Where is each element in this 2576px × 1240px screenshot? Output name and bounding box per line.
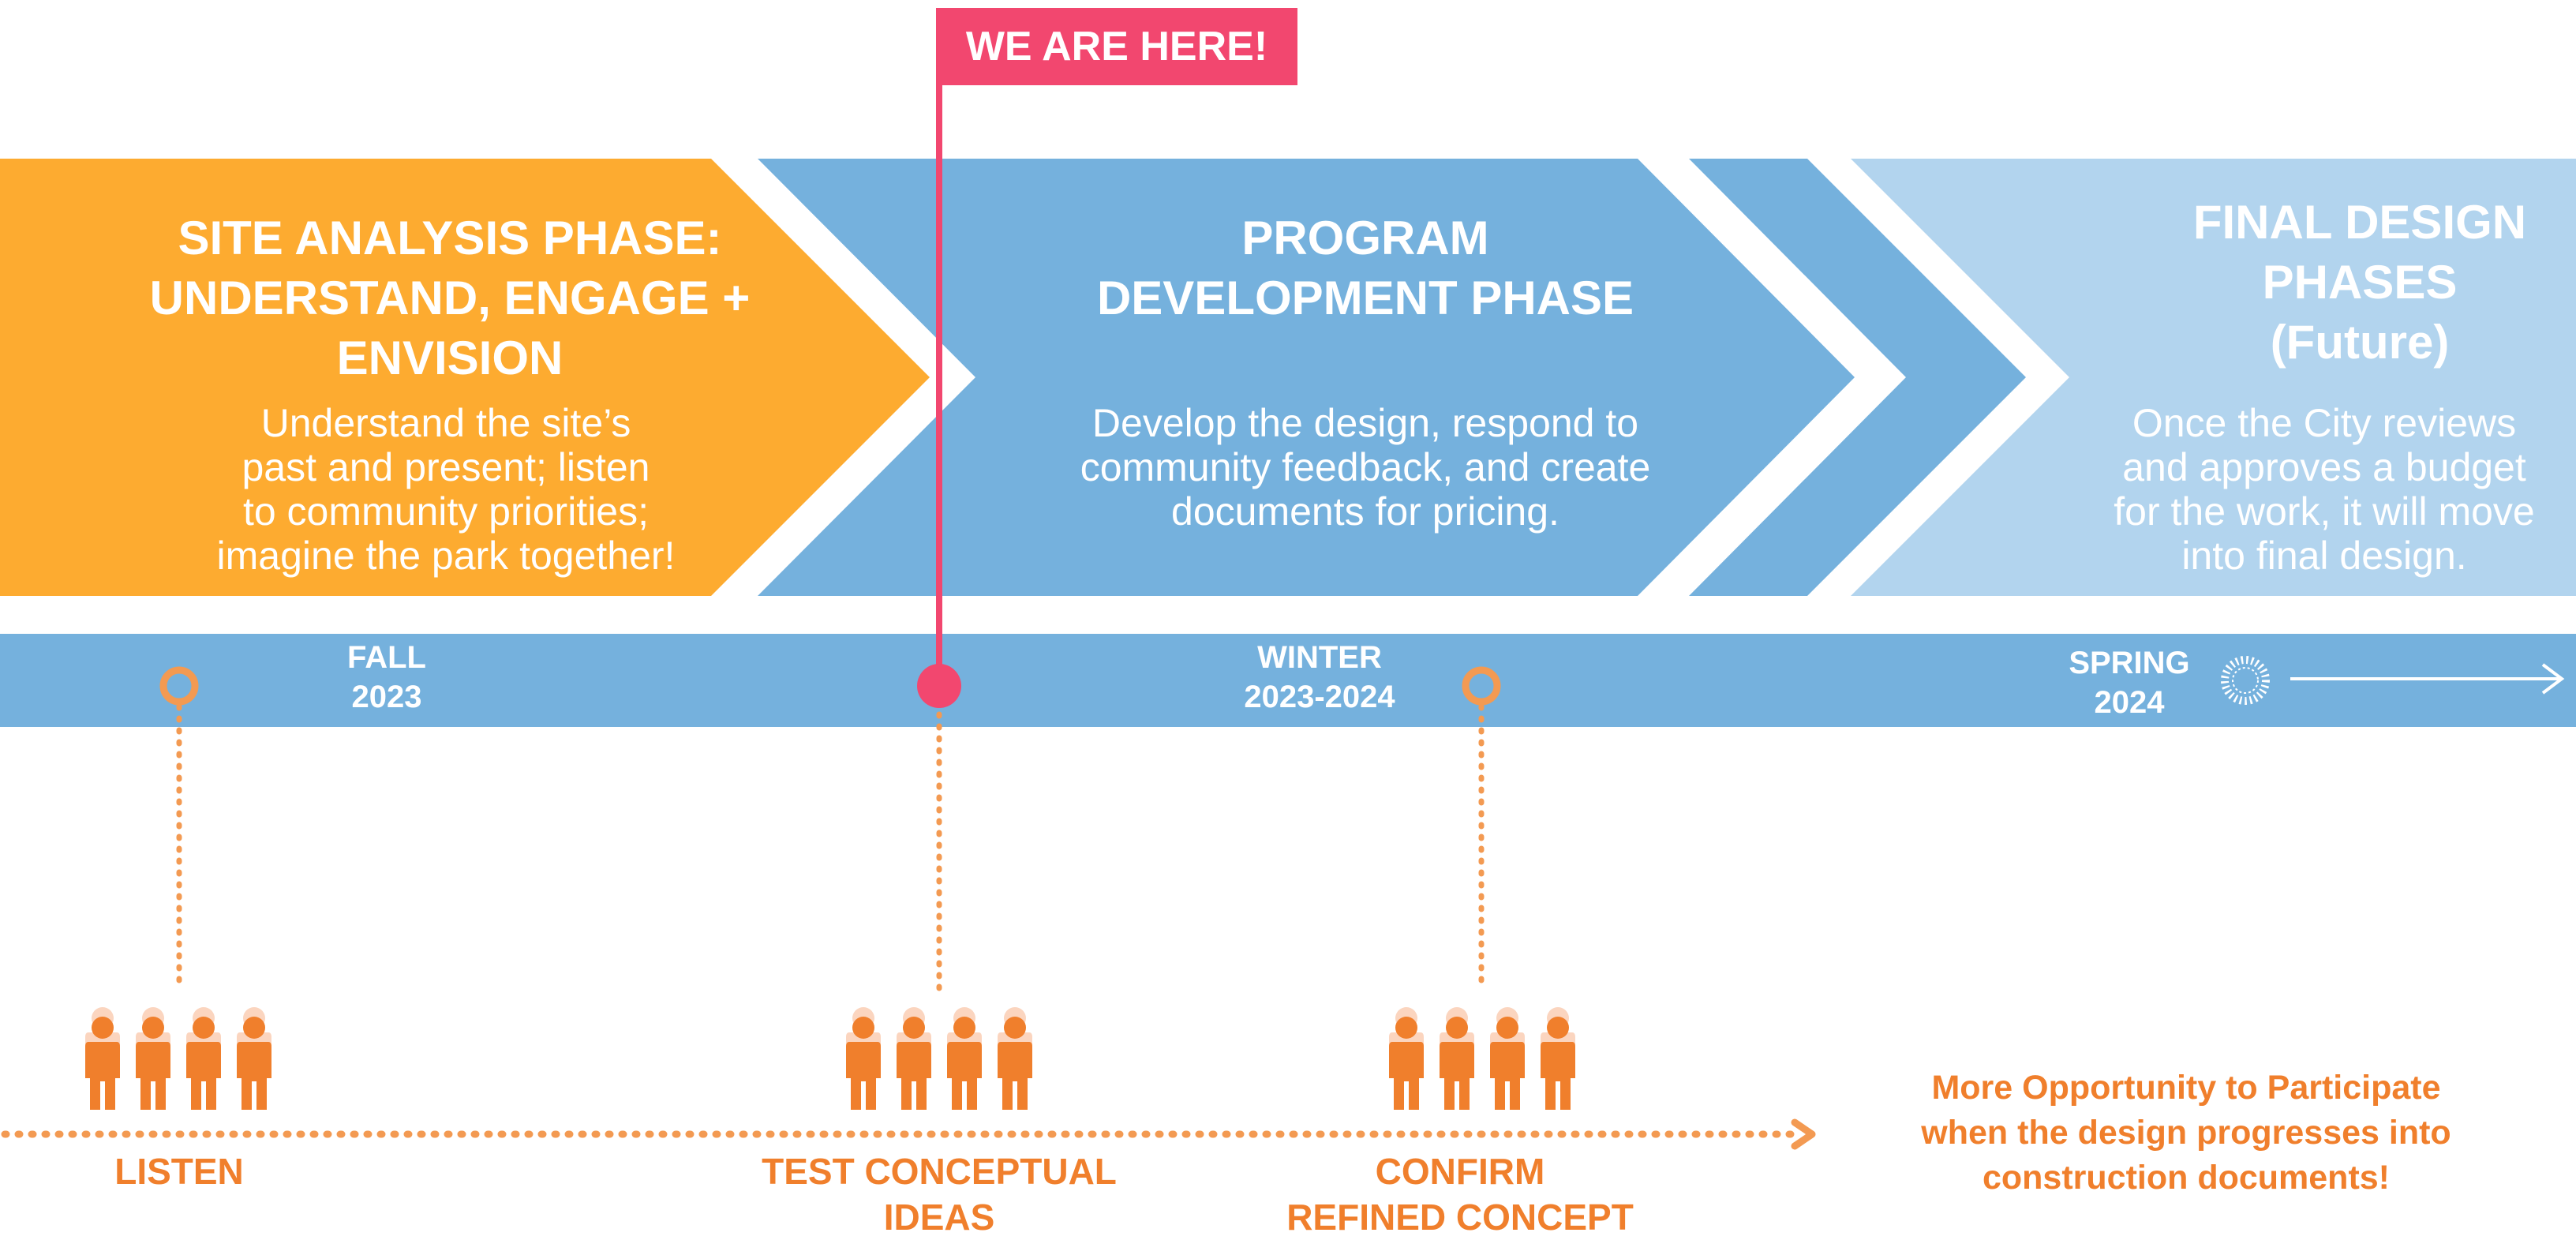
people-group-icon <box>1389 1007 1575 1110</box>
engagement-label-line: CONFIRM <box>1375 1151 1545 1192</box>
phase-title: SITE ANALYSIS PHASE: UNDERSTAND, ENGAGE … <box>95 208 805 388</box>
final-design-phase-shape <box>1851 159 2576 596</box>
season-line: SPRING <box>2069 646 2190 680</box>
engagement-test-label: TEST CONCEPTUAL IDEAS <box>734 1148 1144 1240</box>
engagement-label-line: IDEAS <box>883 1197 995 1238</box>
phase-title-line: SITE ANALYSIS PHASE: <box>178 212 722 264</box>
sun-icon <box>2221 656 2270 705</box>
engagement-confirm-label: CONFIRM REFINED CONCEPT <box>1263 1148 1657 1240</box>
people-group-icon <box>85 1007 271 1110</box>
season-line: 2023 <box>351 680 422 714</box>
season-line: 2023-2024 <box>1244 680 1395 714</box>
engagement-label-line: TEST CONCEPTUAL <box>762 1151 1117 1192</box>
phase-description-line: Understand the site’s <box>260 401 631 445</box>
season-fall: FALL 2023 <box>308 638 466 717</box>
fall-marker <box>159 666 199 706</box>
phase-title-line: FINAL DESIGN <box>2192 196 2527 249</box>
we-are-here-flag: WE ARE HERE! <box>936 8 1297 85</box>
engagement-listen-label: LISTEN <box>37 1148 321 1194</box>
program-development-phase-description: Develop the design, respond to community… <box>1010 401 1720 534</box>
program-development-phase-tail-shape <box>1689 159 2026 596</box>
phase-description-line: Develop the design, respond to <box>1091 401 1639 445</box>
phase-title: FINAL DESIGN PHASES (Future) <box>2084 193 2576 373</box>
people-group-icon <box>846 1007 1032 1110</box>
season-line: 2024 <box>2094 685 2165 720</box>
season-winter: WINTER 2023-2024 <box>1201 638 1438 717</box>
winter-marker <box>1462 666 1501 706</box>
phase-title: PROGRAM DEVELOPMENT PHASE <box>1010 208 1720 328</box>
season-line: FALL <box>347 640 426 675</box>
participation-note-line: construction documents! <box>1982 1159 2391 1197</box>
phase-description-line: into final design. <box>2181 534 2467 578</box>
phase-description-line: Once the City reviews <box>2132 401 2517 445</box>
final-design-phase-description: Once the City reviews and approves a bud… <box>2076 401 2573 578</box>
we-are-here-marker <box>917 664 961 708</box>
phase-title-line: UNDERSTAND, ENGAGE + <box>149 272 751 324</box>
spring-arrow-head <box>2541 663 2565 695</box>
phase-description-line: community feedback, and create <box>1080 445 1651 489</box>
participation-note-line: when the design progresses into <box>1921 1114 2451 1152</box>
we-are-here-label: WE ARE HERE! <box>965 24 1268 69</box>
phase-title-line: DEVELOPMENT PHASE <box>1096 272 1634 324</box>
phase-description-line: imagine the park together! <box>216 534 676 578</box>
season-line: WINTER <box>1257 640 1382 675</box>
timeline-bar <box>0 634 2576 727</box>
site-analysis-phase: SITE ANALYSIS PHASE: UNDERSTAND, ENGAGE … <box>95 208 805 388</box>
season-spring: SPRING 2024 <box>2050 643 2208 722</box>
phase-description-line: and approves a budget <box>2122 445 2526 489</box>
phase-title-line: ENVISION <box>336 332 564 384</box>
phase-title-line: PHASES <box>2262 256 2458 309</box>
participation-note-line: More Opportunity to Participate <box>1931 1069 2441 1107</box>
site-analysis-phase-description: Understand the site’s past and present; … <box>126 401 766 578</box>
phase-title-line: PROGRAM <box>1241 212 1489 264</box>
final-design-phase: FINAL DESIGN PHASES (Future) <box>2084 193 2576 373</box>
phase-description-line: documents for pricing. <box>1171 489 1559 534</box>
participation-note: More Opportunity to Participate when the… <box>1878 1066 2494 1201</box>
site-analysis-phase-shape <box>0 159 930 596</box>
engagement-timeline-arrowhead <box>1791 1118 1816 1150</box>
program-development-phase: PROGRAM DEVELOPMENT PHASE <box>1010 208 1720 328</box>
phase-title-line: (Future) <box>2270 316 2450 369</box>
phase-description-line: to community priorities; <box>242 489 650 534</box>
engagement-label-line: LISTEN <box>114 1151 244 1192</box>
phase-description-line: past and present; listen <box>242 445 650 489</box>
phase-description-line: for the work, it will move <box>2114 489 2535 534</box>
engagement-label-line: REFINED CONCEPT <box>1286 1197 1634 1238</box>
program-development-phase-shape <box>758 159 1855 596</box>
